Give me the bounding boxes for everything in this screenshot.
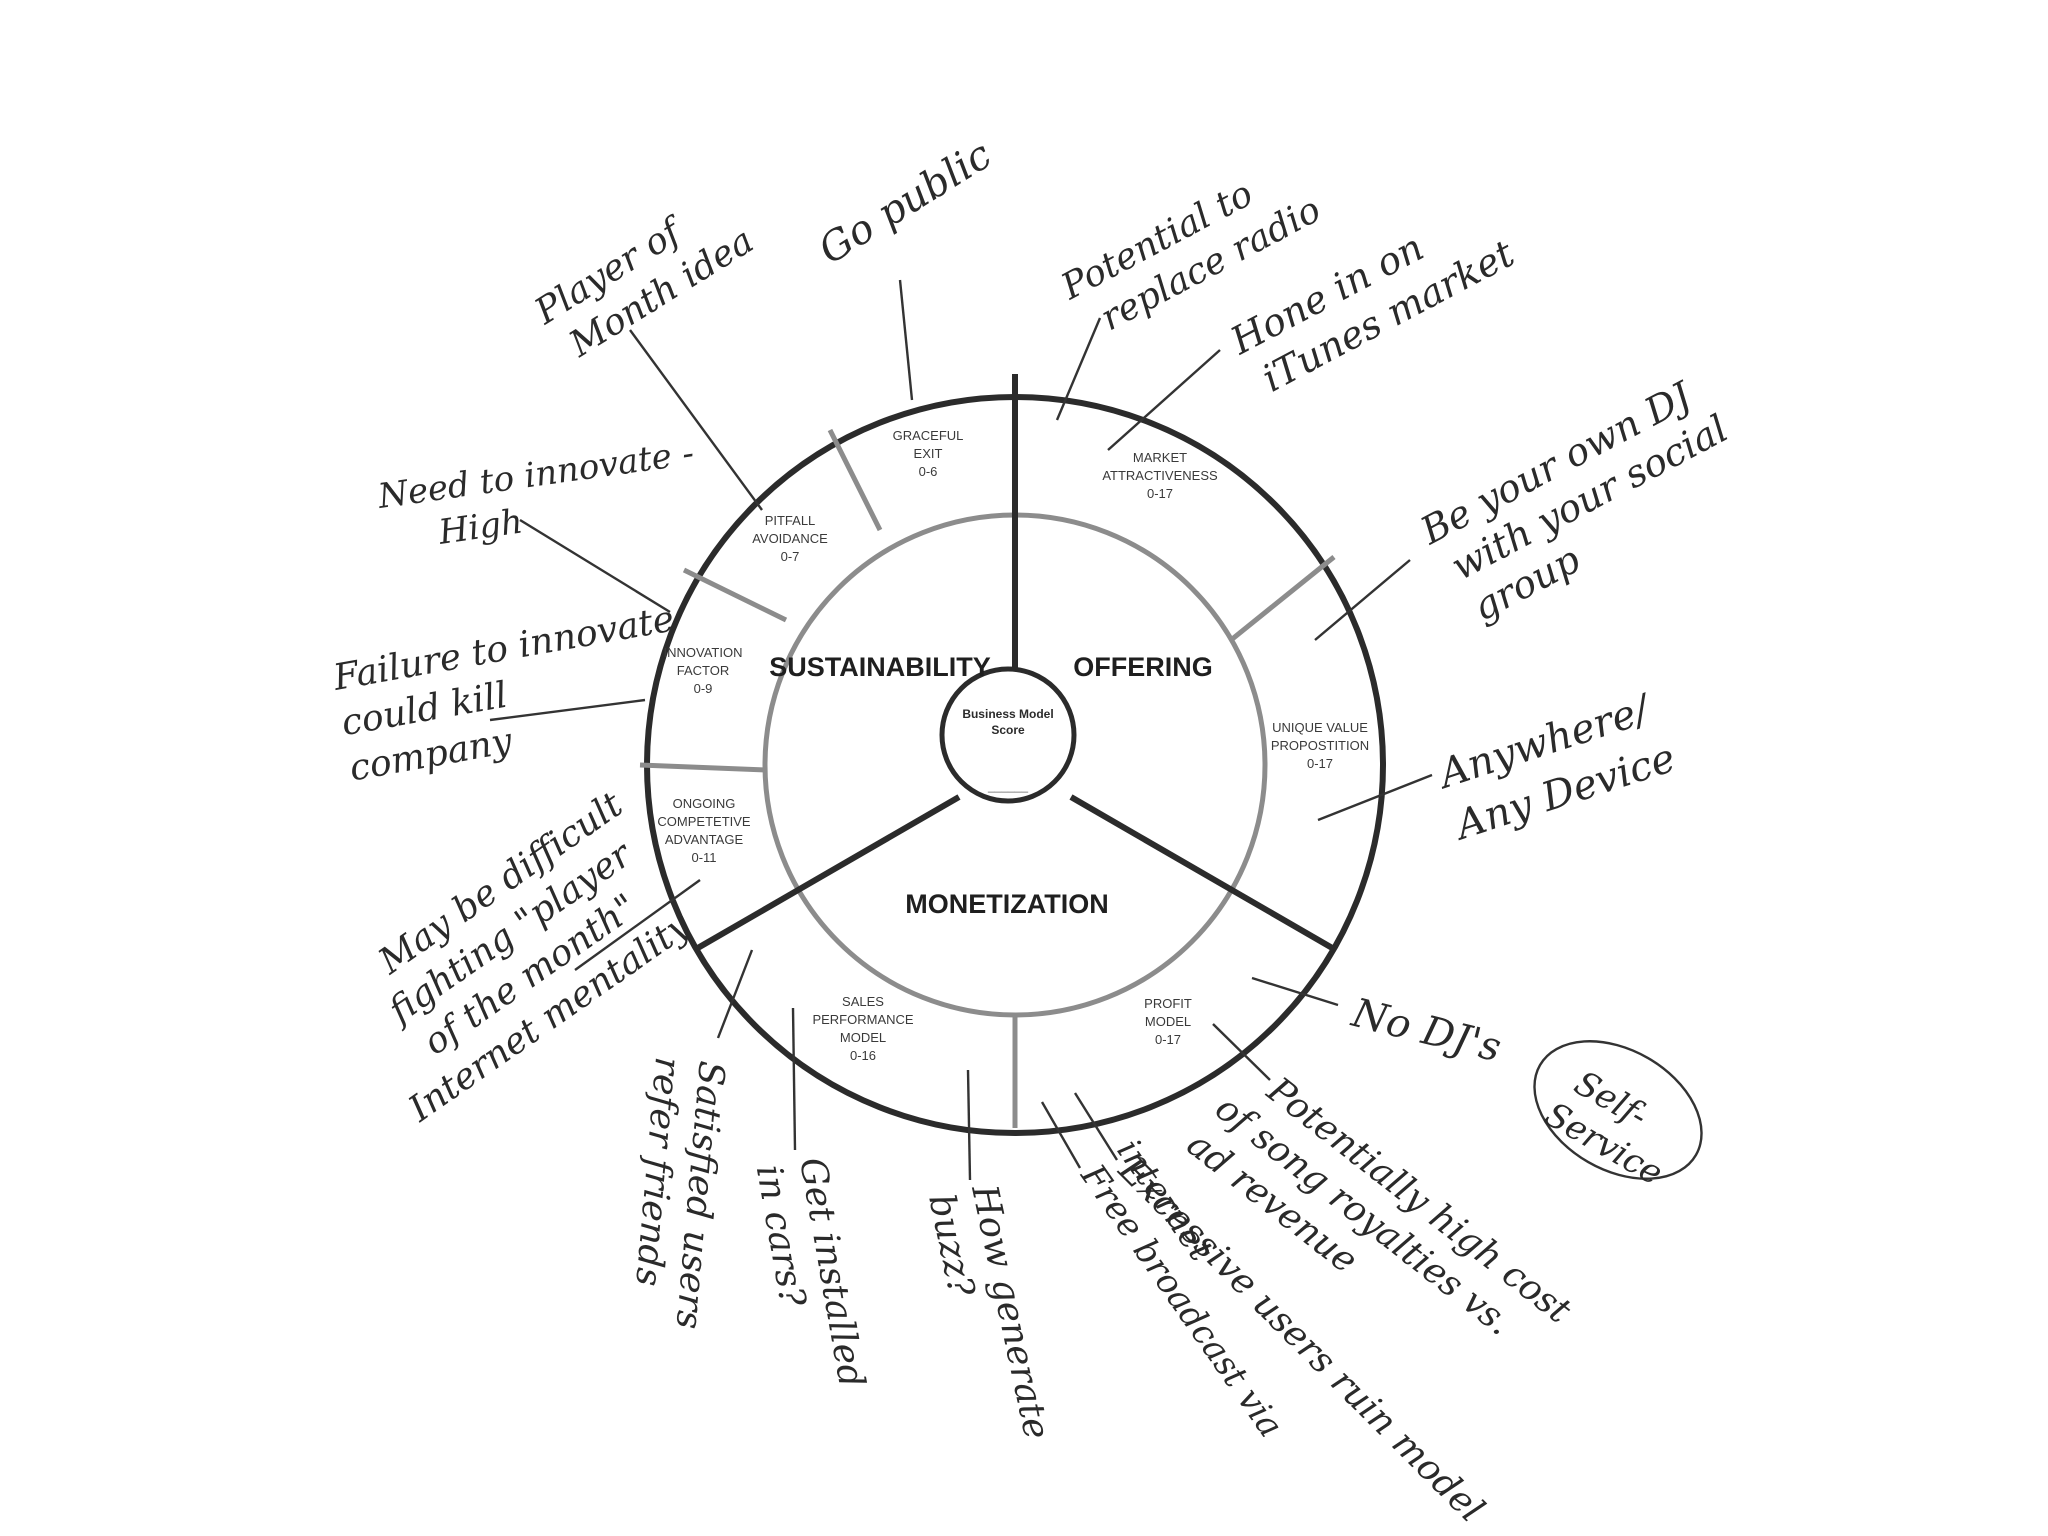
svg-text:SALES: SALES	[842, 994, 884, 1009]
svg-text:0-16: 0-16	[850, 1048, 876, 1063]
divider-lower-right	[1069, 794, 1336, 952]
svg-text:0-11: 0-11	[691, 850, 716, 865]
svg-text:0-6: 0-6	[919, 464, 938, 479]
svg-text:INNOVATION: INNOVATION	[664, 645, 743, 660]
leader-replace-radio	[1055, 317, 1102, 421]
segment-divider	[1229, 555, 1336, 642]
segment-market-attractiveness: MARKET ATTRACTIVENESS 0-17	[1102, 450, 1218, 501]
leader-anywhere	[1317, 773, 1433, 822]
note-go-public: Go public	[811, 132, 1000, 274]
note-satisfied-users: Satisfied users refer friends	[623, 1055, 732, 1342]
handwritten-notes: Go public Player of Month idea Potential…	[329, 132, 1768, 1531]
leader-itunes	[1107, 349, 1221, 451]
leader-need-innovate	[519, 518, 671, 614]
svg-text:ATTRACTIVENESS: ATTRACTIVENESS	[1102, 468, 1218, 483]
leader-no-djs	[1251, 976, 1339, 1007]
svg-text:PITFALL: PITFALL	[765, 513, 816, 528]
self-service-circle	[1533, 1040, 1703, 1180]
svg-text:COMPETETIVE: COMPETETIVE	[657, 814, 751, 829]
segment-unique-value-proposition: UNIQUE VALUE PROPOSTITION 0-17	[1271, 720, 1369, 771]
svg-text:0-9: 0-9	[694, 681, 713, 696]
segment-divider	[639, 762, 766, 773]
svg-text:ONGOING: ONGOING	[673, 796, 736, 811]
sector-offering: OFFERING	[1073, 652, 1213, 682]
annotation-leader-lines	[489, 279, 1703, 1181]
divider-lower-left	[694, 794, 961, 952]
hub-score-blank: ______	[987, 779, 1028, 793]
svg-text:0-17: 0-17	[1155, 1032, 1181, 1047]
leader-buzz	[966, 1069, 972, 1181]
segment-pitfall-avoidance: PITFALL AVOIDANCE 0-7	[752, 513, 828, 564]
leader-own-dj	[1314, 559, 1411, 641]
svg-text:GRACEFUL: GRACEFUL	[893, 428, 964, 443]
svg-text:PERFORMANCE: PERFORMANCE	[812, 1012, 913, 1027]
note-buzz: How generate buzz?	[920, 1180, 1059, 1463]
note-no-djs: No DJ's	[1347, 990, 1506, 1072]
note-anywhere: Anywhere/ Any Device	[1430, 683, 1683, 850]
note-installed: Get installed in cars?	[748, 1154, 874, 1409]
wheel: Business Model Score ______ SUSTAINABILI…	[639, 374, 1386, 1136]
leader-go-public	[898, 279, 914, 401]
leader-excessive-users	[1073, 1092, 1119, 1161]
sector-monetization: MONETIZATION	[905, 889, 1108, 919]
svg-text:FACTOR: FACTOR	[677, 663, 730, 678]
svg-text:PROPOSTITION: PROPOSTITION	[1271, 738, 1369, 753]
score-hub	[939, 666, 1077, 804]
note-own-dj: Be your own DJ with your social group	[1413, 360, 1768, 635]
svg-text:0-17: 0-17	[1147, 486, 1173, 501]
svg-text:UNIQUE VALUE: UNIQUE VALUE	[1272, 720, 1368, 735]
svg-text:0-7: 0-7	[781, 549, 800, 564]
hub-label-line1: Business Model	[962, 707, 1053, 721]
leader-satisfied	[716, 949, 754, 1039]
segment-divider	[827, 428, 883, 532]
svg-text:MARKET: MARKET	[1133, 450, 1187, 465]
leader-failure-innovate	[489, 698, 646, 722]
svg-text:MODEL: MODEL	[1145, 1014, 1191, 1029]
segment-divider	[682, 567, 788, 623]
hub-label-line2: Score	[991, 723, 1025, 737]
segment-graceful-exit: GRACEFUL EXIT 0-6	[893, 428, 964, 479]
segment-ongoing-competitive-advantage: ONGOING COMPETETIVE ADVANTAGE 0-11	[657, 796, 751, 865]
sector-sustainability: SUSTAINABILITY	[769, 652, 991, 682]
note-need-innovate: Need to innovate - High	[375, 432, 713, 561]
leader-fighting	[574, 879, 701, 971]
svg-text:MODEL: MODEL	[840, 1030, 886, 1045]
leader-royalties	[1212, 1023, 1271, 1081]
svg-text:PROFIT: PROFIT	[1144, 996, 1192, 1011]
svg-text:AVOIDANCE: AVOIDANCE	[752, 531, 828, 546]
leader-free-broadcast	[1040, 1101, 1082, 1169]
note-player-of-month: Player of Month idea	[527, 181, 761, 372]
segment-sales-performance-model: SALES PERFORMANCE MODEL 0-16	[812, 994, 913, 1063]
svg-text:ADVANTAGE: ADVANTAGE	[665, 832, 744, 847]
segment-innovation-factor: INNOVATION FACTOR 0-9	[664, 645, 743, 696]
segment-profit-model: PROFIT MODEL 0-17	[1144, 996, 1192, 1047]
svg-text:0-17: 0-17	[1307, 756, 1333, 771]
leader-player-of-month	[629, 329, 763, 511]
leader-installed	[791, 1007, 797, 1151]
svg-text:EXIT: EXIT	[914, 446, 943, 461]
